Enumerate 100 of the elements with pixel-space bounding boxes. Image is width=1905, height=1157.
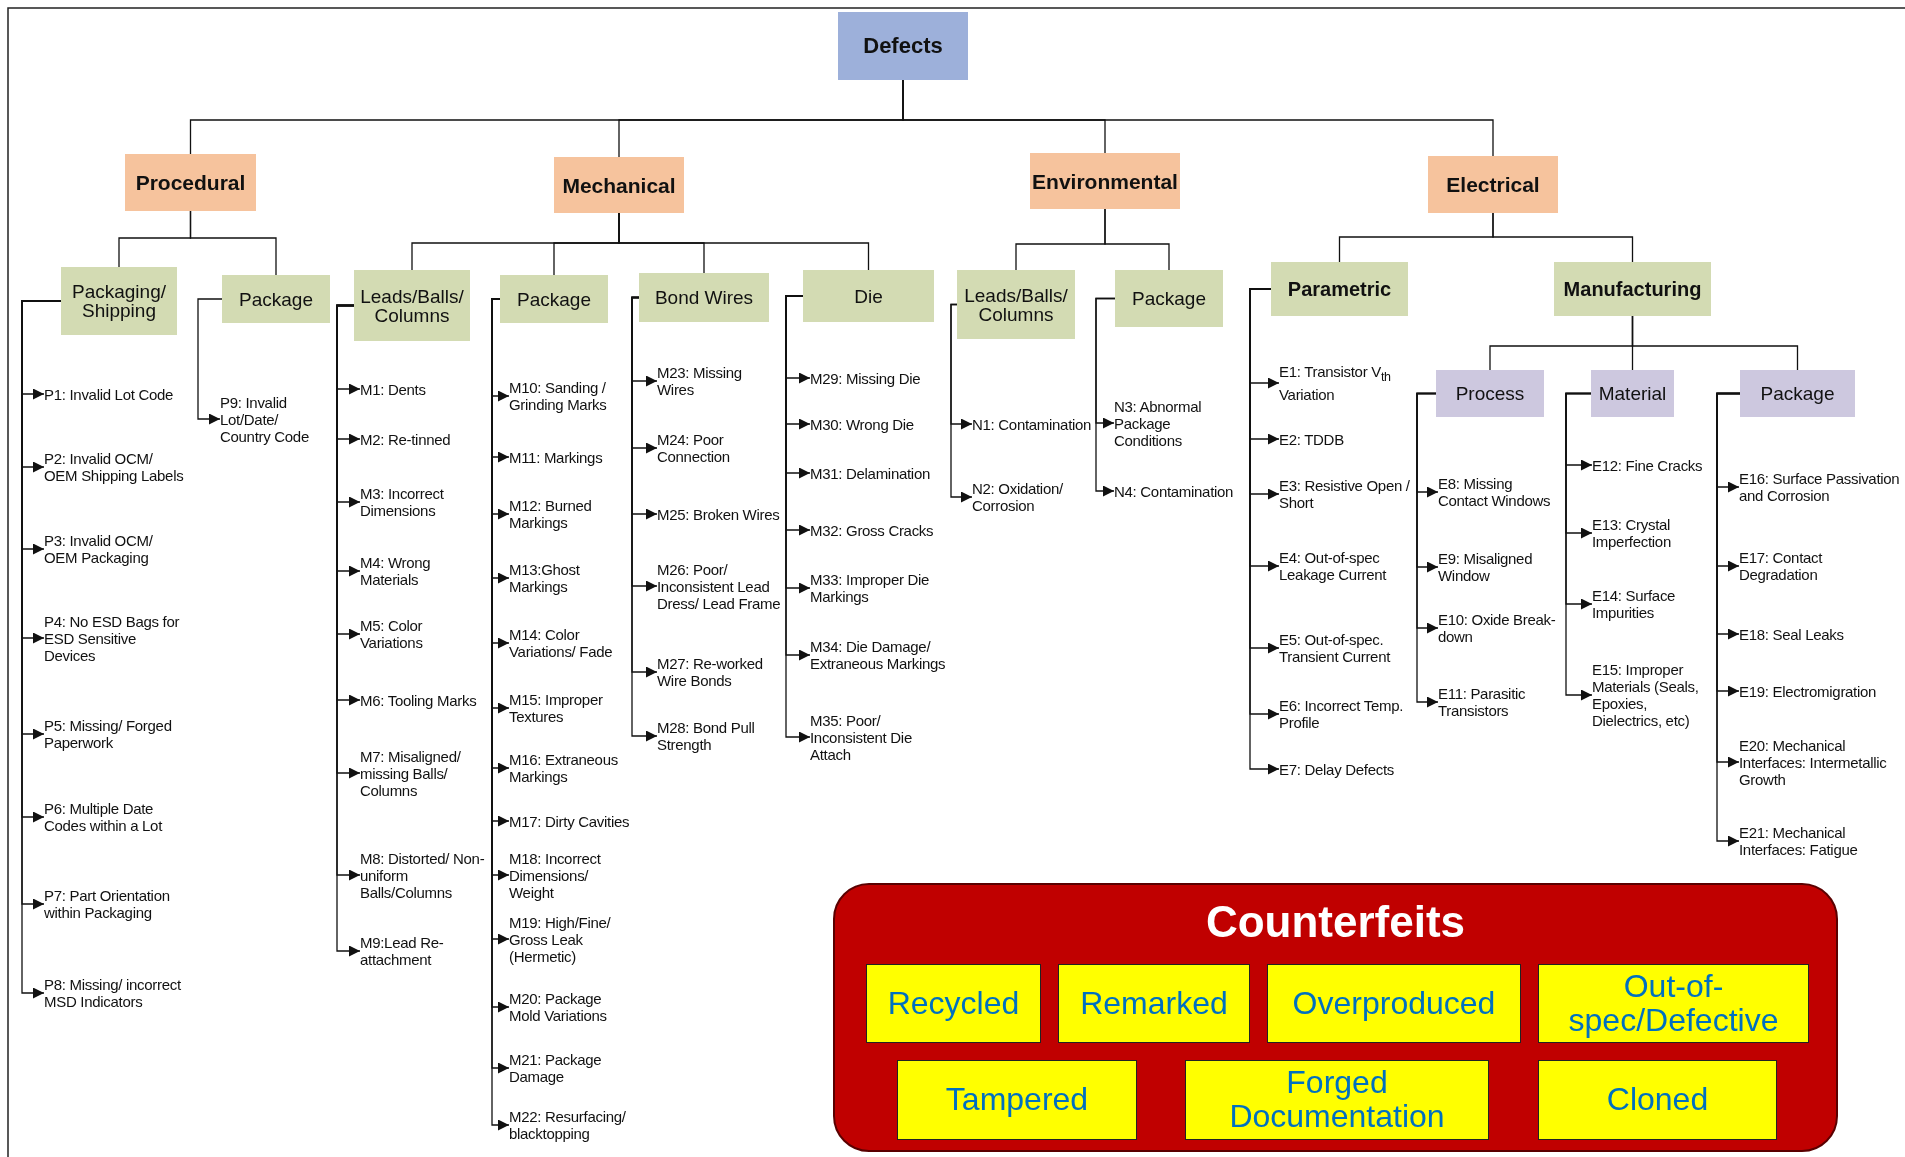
subcategory-box xyxy=(354,270,470,341)
counterfeit-type-label: Remarked xyxy=(1080,986,1228,1021)
subcategory-box xyxy=(1436,370,1544,417)
defect-item: E21: Mechanical Interfaces: Fatigue xyxy=(1739,824,1901,858)
defect-item: E14: Surface Impurities xyxy=(1592,587,1714,621)
counterfeit-type-box xyxy=(1538,964,1809,1043)
defect-item: M28: Bond Pull Strength xyxy=(657,719,781,753)
counterfeit-type-label: Forged Documentation xyxy=(1228,1066,1446,1134)
subcategory-label: Bond Wires xyxy=(654,288,754,307)
connector-line xyxy=(1104,208,1170,271)
subcategory-label: Package xyxy=(517,289,591,309)
defect-item: E5: Out-of-spec. Transient Current xyxy=(1279,631,1411,665)
defect-item: E15: Improper Materials (Seals, Epoxies, Dielectrics, etc) xyxy=(1592,661,1714,729)
subcategory-label: Leads/Balls/ Columns xyxy=(359,286,465,325)
root-box xyxy=(838,12,968,80)
counterfeit-type-box xyxy=(1185,1060,1489,1140)
defect-item: M15: Improper Textures xyxy=(509,691,630,725)
defect-item: M24: Poor Connection xyxy=(657,431,781,465)
counterfeit-type-label: Overproduced xyxy=(1292,986,1496,1021)
defect-item: M35: Poor/ Inconsistent Die Attach xyxy=(810,711,948,763)
arrow xyxy=(950,303,973,503)
defect-item: E11: Parasitic Transistors xyxy=(1438,685,1562,719)
defect-item: M18: Incorrect Dimensions/ Weight xyxy=(509,849,630,901)
defect-item: P4: No ESD Bags for ESD Sensitive Devices xyxy=(44,612,189,664)
defect-item: E4: Out-of-spec Leakage Current xyxy=(1279,549,1411,583)
subcategory-box xyxy=(1591,370,1674,417)
counterfeit-type-box xyxy=(897,1060,1137,1140)
defect-item: P9: Invalid Lot/Date/ Country Code xyxy=(220,393,328,445)
defect-item: M33: Improper Die Markings xyxy=(810,571,948,605)
defect-item: E20: Mechanical Interfaces: Intermetallic Growth xyxy=(1739,736,1901,788)
defect-item: E1: Transistor V$_{th}$ Variation xyxy=(1279,363,1411,403)
subcategory-label: Package xyxy=(239,289,313,309)
defect-item: E8: Missing Contact Windows xyxy=(1438,475,1562,509)
defect-item: M19: High/Fine/ Gross Leak (Hermetic) xyxy=(509,913,630,965)
defect-item: P1: Invalid Lot Code xyxy=(44,385,189,403)
defect-item: E13: Crystal Imperfection xyxy=(1592,516,1714,550)
subcategory-label: Process xyxy=(1455,384,1525,403)
category-label: Mechanical xyxy=(562,174,676,196)
arrow xyxy=(197,298,223,425)
category-box xyxy=(125,154,256,211)
defect-item: M23: Missing Wires xyxy=(657,364,781,398)
defect-item: M22: Resurfacing/ blacktopping xyxy=(509,1108,630,1142)
defect-item: P2: Invalid OCM/ OEM Shipping Labels xyxy=(44,450,189,484)
category-box xyxy=(1030,153,1180,209)
defect-item: P8: Missing/ incorrect MSD Indicators xyxy=(44,976,189,1010)
subcategory-box xyxy=(500,275,608,323)
arrow xyxy=(1565,392,1593,701)
defect-item: N2: Oxidation/ Corrosion xyxy=(972,480,1092,514)
subcategory-label: Package xyxy=(1132,289,1206,308)
defect-item: M34: Die Damage/ Extraneous Markings xyxy=(810,638,948,672)
defect-item: M25: Broken Wires xyxy=(657,505,781,523)
counterfeits-panel xyxy=(833,883,1838,1152)
defect-item: M10: Sanding / Grinding Marks xyxy=(509,379,630,413)
panel-title: Counterfeits xyxy=(1205,897,1466,947)
counterfeit-type-label: Recycled xyxy=(887,986,1020,1021)
subcategory-label: Material xyxy=(1598,384,1667,403)
defect-item: M29: Missing Die xyxy=(810,369,948,387)
arrow xyxy=(785,295,811,743)
subcategory-box xyxy=(1271,262,1408,316)
defect-item: M14: Color Variations/ Fade xyxy=(509,626,630,660)
defect-item: M27: Re-worked Wire Bonds xyxy=(657,655,781,689)
defect-item: M7: Misaligned/ missing Balls/ Columns xyxy=(360,747,485,799)
defect-item: M30: Wrong Die xyxy=(810,415,948,433)
counterfeit-type-box xyxy=(1267,964,1521,1043)
defect-item: M4: Wrong Materials xyxy=(360,554,485,588)
defect-item: M20: Package Mold Variations xyxy=(509,990,630,1024)
category-label: Environmental xyxy=(1032,170,1178,192)
counterfeit-type-box xyxy=(1538,1060,1777,1140)
connector-line xyxy=(1631,315,1799,371)
defect-item: E9: Misaligned Window xyxy=(1438,550,1562,584)
defect-item: E2: TDDB xyxy=(1279,430,1411,448)
defect-item: M16: Extraneous Markings xyxy=(509,751,630,785)
subcategory-label: Leads/Balls/ Columns xyxy=(963,285,1069,324)
root-label: Defects xyxy=(863,35,943,57)
defect-item: N1: Contamination xyxy=(972,415,1092,433)
subcategory-box xyxy=(1740,370,1855,417)
defect-item: E3: Resistive Open / Short xyxy=(1279,477,1411,511)
connector-line xyxy=(189,210,277,276)
subcategory-box xyxy=(1115,270,1223,327)
subcategory-label: Packaging/ Shipping xyxy=(71,282,167,320)
defect-item: M6: Tooling Marks xyxy=(360,691,485,709)
defect-item: N4: Contamination xyxy=(1114,482,1242,500)
defect-item: E19: Electromigration xyxy=(1739,682,1901,700)
defect-item: M26: Poor/ Inconsistent Lead Dress/ Lead Frame xyxy=(657,560,781,612)
defect-item: M3: Incorrect Dimensions xyxy=(360,485,485,519)
category-box xyxy=(554,157,684,213)
defect-item: M13:Ghost Markings xyxy=(509,561,630,595)
subcategory-box xyxy=(639,273,769,322)
defect-item: P6: Multiple Date Codes within a Lot xyxy=(44,800,189,834)
defect-item: M21: Package Damage xyxy=(509,1051,630,1085)
defect-item: E17: Contact Degradation xyxy=(1739,549,1901,583)
defect-item: M31: Delamination xyxy=(810,464,948,482)
connector-line xyxy=(1492,212,1634,263)
subcategory-box xyxy=(1554,262,1711,316)
counterfeit-type-label: Tampered xyxy=(945,1083,1089,1117)
defect-item: M32: Gross Cracks xyxy=(810,521,948,539)
defect-item: E12: Fine Cracks xyxy=(1592,456,1714,474)
defect-item: P5: Missing/ Forged Paperwork xyxy=(44,717,189,751)
subcategory-box xyxy=(803,270,934,322)
defect-item: M17: Dirty Cavities xyxy=(509,812,630,830)
